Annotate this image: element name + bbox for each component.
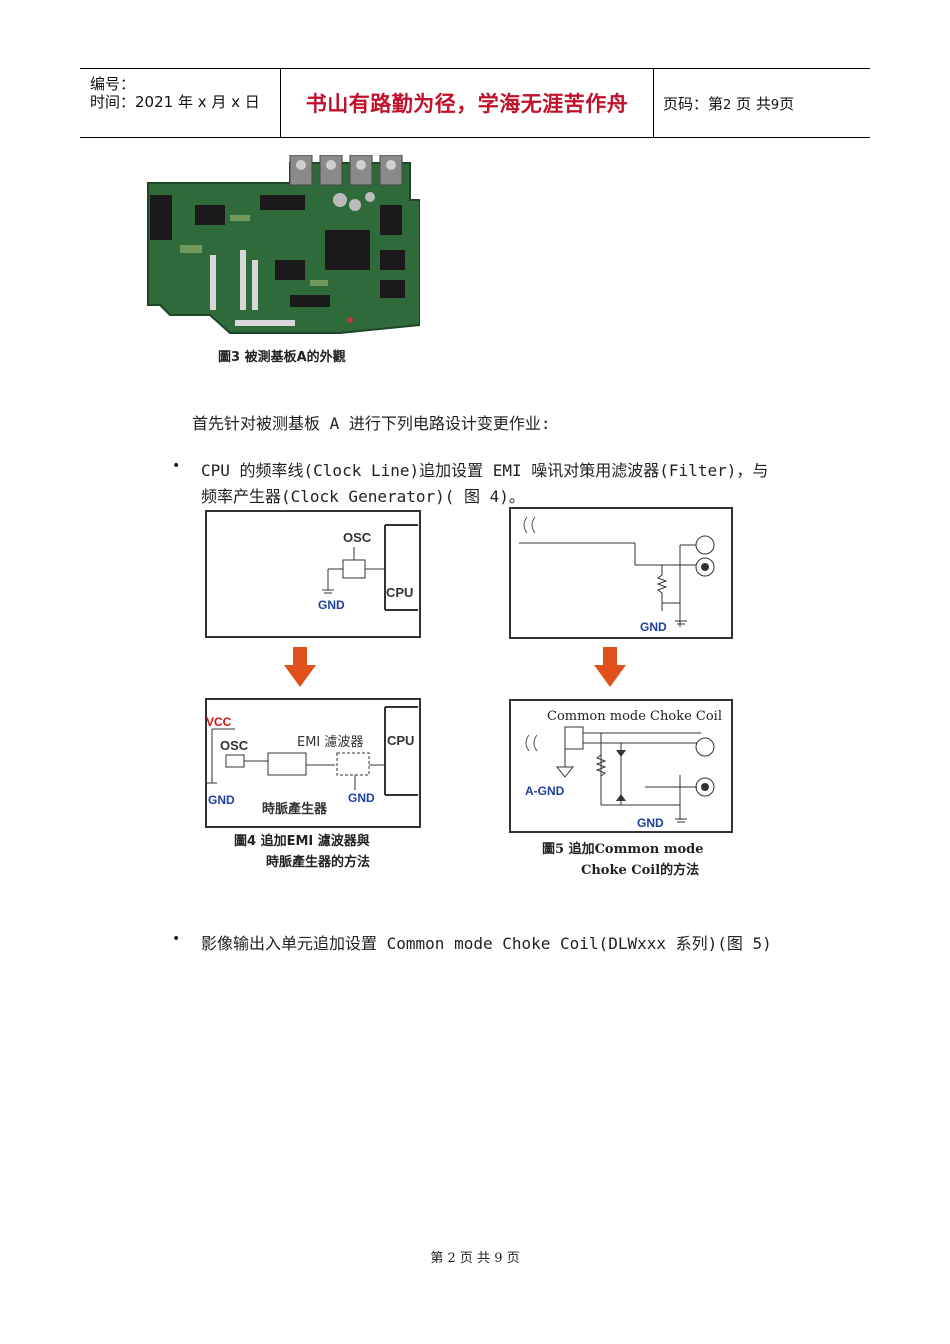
header-left-cell: 编号： 时间：2021 年 x 月 x 日 bbox=[80, 69, 280, 137]
bullet-dot: • bbox=[172, 931, 181, 947]
date-line: 时间：2021 年 x 月 x 日 bbox=[90, 93, 260, 111]
code-label: 编号： bbox=[90, 75, 136, 93]
fig4-clockgen-label: 時脈產生器 bbox=[262, 801, 328, 817]
fig5-coil-title: Common mode Choke Coil bbox=[547, 709, 722, 724]
page-indicator: 页码：第2 页 共9页 bbox=[653, 93, 794, 114]
bullet-1-line-2: 频率产生器(Clock Generator)( 图 4)。 bbox=[201, 487, 525, 506]
fig4-top-gnd-label: GND bbox=[318, 598, 345, 612]
fig4-bottom-osc-label: OSC bbox=[220, 738, 249, 753]
bullet-dot: • bbox=[172, 458, 181, 474]
header-right-cell: 页码：第2 页 共9页 bbox=[653, 69, 870, 137]
fig4-emi-label: EMI 濾波器 bbox=[297, 735, 363, 750]
page-suffix: 页 bbox=[779, 94, 795, 113]
page-footer: 第 2 页 共 9 页 bbox=[430, 1251, 520, 1266]
fig4-vcc-label: VCC bbox=[206, 715, 232, 729]
fig4-top-osc-label: OSC bbox=[343, 530, 372, 545]
page-mid: 页 共 bbox=[736, 94, 771, 113]
pcb-photo bbox=[147, 155, 420, 334]
header-center-cell: 书山有路勤为径，学海无涯苦作舟 bbox=[280, 69, 654, 137]
document-header: 编号： 时间：2021 年 x 月 x 日 书山有路勤为径，学海无涯苦作舟 页码… bbox=[80, 68, 870, 138]
figure4-diagram: OSC CPU GND VCC OSC EMI 濾波器 CPU GND GND … bbox=[205, 510, 421, 870]
intro-paragraph: 首先针对被测基板 A 进行下列电路设计变更作业: bbox=[192, 414, 551, 433]
fig4-gnd1-label: GND bbox=[208, 793, 235, 807]
fig4-top-cpu-label: CPU bbox=[386, 585, 413, 600]
page-prefix: 页码：第 bbox=[663, 94, 724, 113]
fig4-gnd2-label: GND bbox=[348, 791, 375, 805]
figure4-caption-line-2: 時脈產生器的方法 bbox=[266, 854, 370, 870]
fig5-bottom-gnd-label: GND bbox=[637, 816, 664, 830]
figure5-diagram: GND Common mode Choke Coil A-GND GND 圖5 … bbox=[509, 507, 733, 878]
fig4-bottom-cpu-label: CPU bbox=[387, 733, 414, 748]
page-number: 2 bbox=[723, 97, 732, 113]
figure5-caption-line-1: 圖5 追加Common mode bbox=[542, 841, 704, 857]
fig5-top-gnd-label: GND bbox=[640, 620, 667, 634]
bullet-2-line-1: 影像输出入单元追加设置 Common mode Choke Coil(DLWxx… bbox=[201, 934, 772, 953]
page-total: 9 bbox=[770, 97, 780, 113]
figure5-caption-line-2: Choke Coil的方法 bbox=[581, 862, 699, 878]
motto: 书山有路勤为径，学海无涯苦作舟 bbox=[305, 92, 629, 116]
bullet-1-line-1: CPU 的频率线(Clock Line)追加设置 EMI 噪讯对策用滤波器(Fi… bbox=[201, 461, 769, 480]
figure4-caption-line-1: 圖4 追加EMI 濾波器與 bbox=[234, 833, 370, 849]
fig5-agnd-label: A-GND bbox=[525, 784, 565, 798]
figure3-caption: 圖3 被測基板A的外觀 bbox=[218, 350, 346, 365]
